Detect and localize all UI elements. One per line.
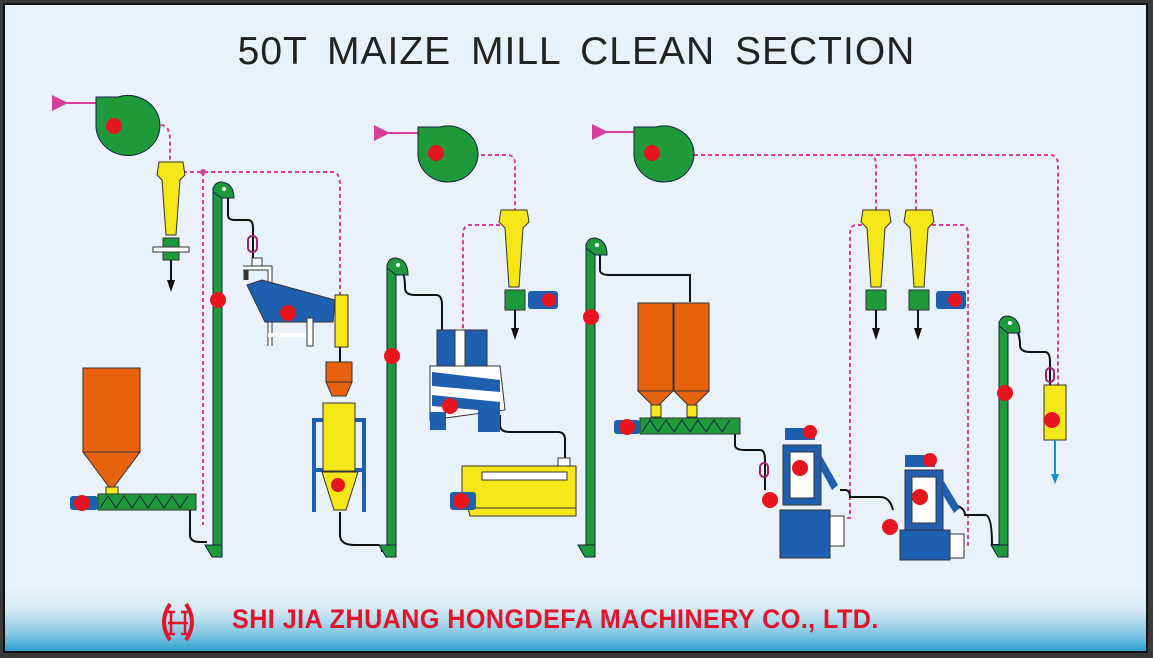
screw-conveyor-2	[614, 417, 741, 435]
bucket-elevator-3	[577, 237, 608, 558]
gravity-destoner	[429, 329, 506, 432]
raw-grain-bin	[82, 367, 141, 495]
chain-link-icon	[247, 235, 258, 253]
flow-scale	[1043, 367, 1067, 484]
vibrating-sieve	[243, 257, 349, 348]
company-logo	[162, 602, 194, 642]
fan-1	[95, 95, 161, 156]
dampener-2	[882, 453, 965, 561]
fan-3	[633, 125, 695, 183]
tempering-silos	[636, 302, 711, 418]
cyclone-2	[498, 209, 558, 340]
dampener-1	[762, 425, 845, 559]
exhaust-arrows	[52, 95, 634, 141]
cyclone-3	[860, 209, 892, 340]
air-ducts	[140, 124, 1059, 546]
bucket-elevator-1	[204, 181, 235, 558]
motor-icon	[106, 118, 122, 134]
chain-link-icon	[759, 462, 769, 478]
page-title: 50T MAIZE MILL CLEAN SECTION	[237, 30, 916, 73]
fan-2	[417, 125, 479, 183]
cyclone-1	[152, 161, 190, 292]
horizontal-separator	[450, 457, 577, 517]
diagram-frame	[3, 3, 1148, 653]
screw-conveyor-1	[70, 493, 197, 511]
bucket-elevator-4	[990, 315, 1021, 558]
cyclone-4	[903, 209, 966, 340]
company-name: SHI JIA ZHUANG HONGDEFA MACHINERY CO., L…	[232, 604, 879, 634]
bucket-elevator-2	[378, 257, 409, 558]
footer-band	[5, 589, 1146, 651]
scourer	[312, 361, 366, 512]
